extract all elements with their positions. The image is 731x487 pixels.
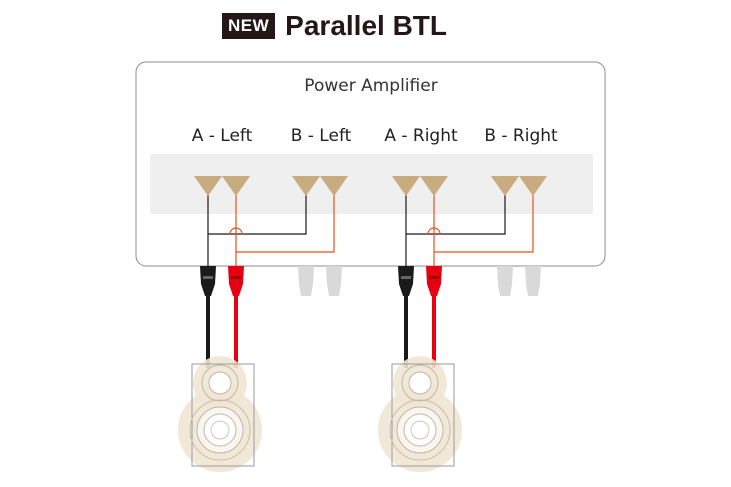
negative-plug: [200, 266, 216, 296]
channel-label-a-right: A - Right: [384, 126, 458, 146]
terminal-b-left-pos: [320, 176, 348, 196]
new-badge: NEW: [222, 13, 276, 39]
positive-cable: [234, 296, 238, 368]
terminal-b-right-pos: [519, 176, 547, 196]
positive-cable: [432, 296, 436, 368]
left-wiring: [207, 188, 335, 268]
right-wiring: [405, 188, 534, 268]
negative-cable: [206, 296, 210, 368]
terminal-strip: [150, 154, 593, 214]
negative-wire: [405, 188, 506, 268]
negative-plug-ferrule: [401, 276, 411, 279]
wire-crossover: [229, 227, 243, 235]
diagram-title: Parallel BTL: [285, 10, 448, 41]
negative-cable: [404, 296, 408, 368]
terminal-a-left-neg: [194, 176, 222, 196]
terminal-b-left-neg: [292, 176, 320, 196]
unused-post: [326, 266, 342, 296]
channel-label-b-right: B - Right: [484, 126, 558, 146]
terminal-a-left-pos: [222, 176, 250, 196]
left-speaker-icon: [178, 356, 262, 472]
diagram-header: NEW Parallel BTL: [222, 9, 447, 43]
terminals: [194, 176, 547, 196]
channel-label-b-left: B - Left: [291, 126, 352, 146]
negative-plug: [398, 266, 414, 296]
amplifier-label: Power Amplifier: [304, 76, 437, 96]
terminal-b-right-neg: [491, 176, 519, 196]
positive-wire: [235, 188, 335, 268]
positive-plug-ferrule: [429, 276, 439, 279]
unused-post: [497, 266, 513, 296]
terminal-a-right-pos: [420, 176, 448, 196]
positive-plug: [426, 266, 442, 296]
positive-plug: [228, 266, 244, 296]
channel-label-a-left: A - Left: [192, 126, 253, 146]
negative-plug-ferrule: [203, 276, 213, 279]
unused-post: [525, 266, 541, 296]
positive-plug-ferrule: [231, 276, 241, 279]
left-cable: [200, 266, 244, 368]
wire-crossover: [427, 227, 441, 235]
unused-post: [298, 266, 314, 296]
positive-wire: [433, 188, 534, 268]
right-cable: [398, 266, 442, 368]
terminal-a-right-neg: [392, 176, 420, 196]
right-speaker-icon: [378, 356, 462, 472]
unused-posts: [298, 266, 541, 296]
negative-wire: [207, 188, 307, 268]
